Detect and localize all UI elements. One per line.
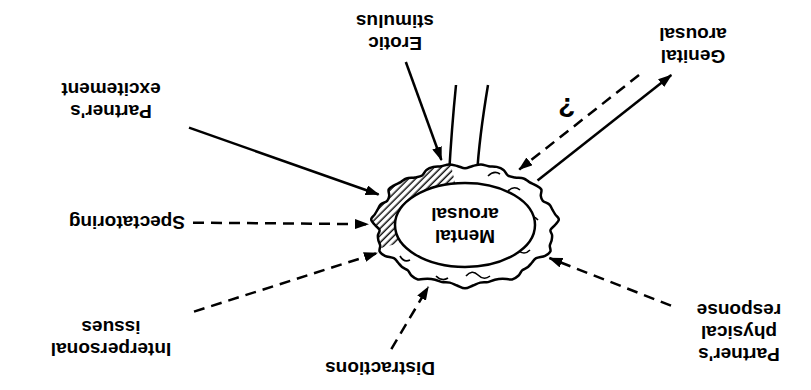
arrow-connector xyxy=(519,75,639,169)
text-node: Erotic stimulus xyxy=(343,8,447,56)
node-label: Erotic stimulus xyxy=(345,10,445,54)
arrow-connector xyxy=(193,223,368,225)
text-node: Genital arousal xyxy=(636,21,750,69)
node-label: Interpersonal issues xyxy=(36,316,186,360)
brain-stem xyxy=(477,85,488,175)
node-label: Genital arousal xyxy=(638,23,748,67)
arrow-connector xyxy=(538,75,672,181)
brain-border xyxy=(371,164,559,288)
edge-label: ? xyxy=(556,93,577,121)
node-label: Partner's excitement xyxy=(41,78,181,122)
brain-node: Mental arousal xyxy=(370,160,560,290)
arrow-connector xyxy=(189,128,379,195)
node-label: Mental arousal xyxy=(415,203,515,247)
arrow-connector xyxy=(406,62,442,160)
brain-fold xyxy=(508,188,520,191)
arrow-connector xyxy=(194,253,377,311)
brain-fill xyxy=(371,164,559,288)
arrow-connector xyxy=(391,287,428,349)
node-label: Partner's physical response xyxy=(679,299,799,365)
text-node: Spectatoring xyxy=(67,209,187,235)
node-label: Spectatoring xyxy=(69,211,185,233)
mental-ellipse xyxy=(395,183,535,267)
brain-fold xyxy=(466,272,490,278)
brain-stem xyxy=(449,85,456,175)
text-node: Partner's excitement xyxy=(39,76,183,124)
node-label: Distractions xyxy=(325,357,435,379)
text-node: Interpersonal issues xyxy=(34,314,188,362)
text-node: Partner's physical response xyxy=(677,297,801,367)
text-node: Distractions xyxy=(323,355,437,381)
arrow-connector xyxy=(549,258,671,306)
brain-fold xyxy=(400,256,410,261)
brain-fold xyxy=(488,172,500,176)
brain-fold xyxy=(436,276,448,280)
